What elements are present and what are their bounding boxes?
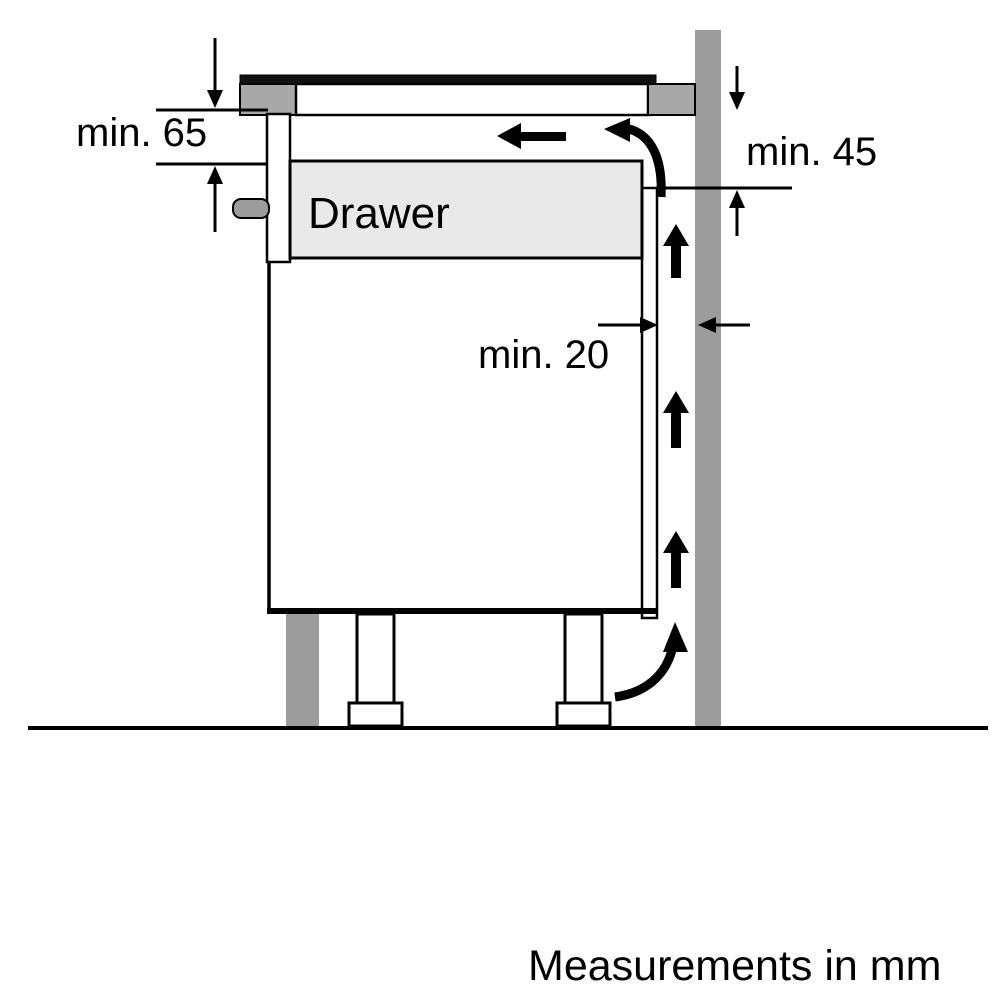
airflow-curved-arrow-bottom-head-icon: [663, 622, 688, 652]
measurements-note: Measurements in mm: [528, 942, 941, 990]
dim20-right-arrowhead-icon: [640, 317, 658, 333]
cabinet-front-panel: [265, 112, 292, 264]
airflow-up-arrow-middle-icon: [663, 391, 689, 448]
dim45-up-arrowhead-icon: [729, 190, 745, 208]
dim20-label: min. 20: [478, 333, 609, 377]
left-leg: [355, 612, 396, 706]
pedestal: [286, 614, 319, 726]
dim45-down-arrowhead-icon: [729, 92, 745, 110]
dim65-down-arrowhead-icon: [207, 90, 223, 108]
airflow-curved-arrow-bottom: [614, 648, 677, 702]
hob-body: [294, 82, 650, 117]
cabinet-back-panel: [640, 186, 659, 620]
dim65-label: min. 65: [76, 111, 207, 155]
airflow-up-arrow-top-icon: [663, 224, 689, 278]
dim20-left-arrowhead-icon: [698, 317, 716, 333]
airflow-up-arrow-bottom-icon: [663, 531, 689, 588]
worktop-right: [647, 83, 696, 116]
airflow-left-arrow-icon: [497, 123, 566, 149]
right-leg: [563, 612, 604, 706]
airflow-curved-arrow-top: [627, 124, 666, 198]
dim45-label: min. 45: [746, 130, 877, 174]
wall: [695, 30, 721, 728]
hob-glass: [239, 74, 657, 85]
right-leg-foot: [555, 701, 612, 728]
airflow-curved-arrow-top-head-icon: [604, 118, 630, 142]
drawer-box: [288, 159, 644, 260]
dim65-up-arrowhead-icon: [207, 166, 223, 184]
left-leg-foot: [347, 701, 404, 728]
drawer-label: Drawer: [308, 189, 450, 238]
hob-control-knob: [232, 198, 270, 219]
